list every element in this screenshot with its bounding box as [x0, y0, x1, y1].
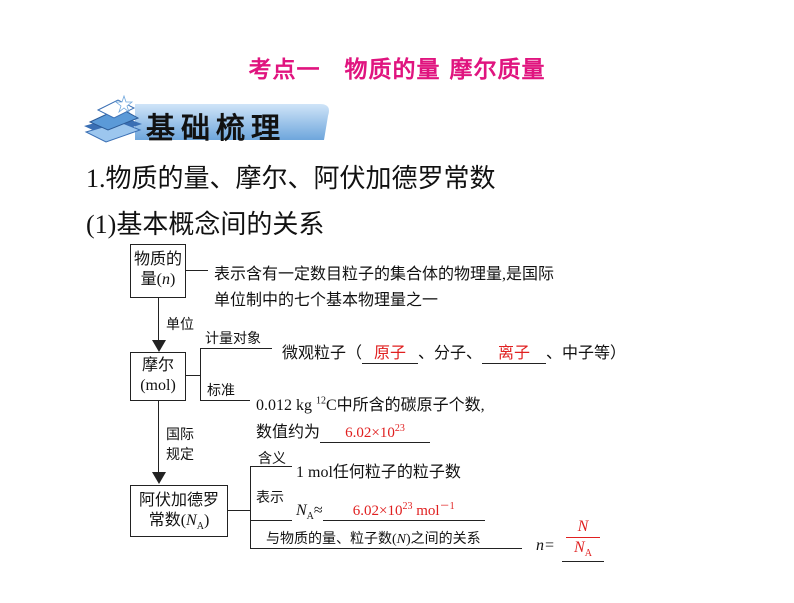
connector	[186, 375, 200, 376]
arrow-down-icon	[152, 340, 166, 352]
connector	[250, 520, 292, 521]
branch-label-represent: 表示	[256, 491, 284, 506]
fraction-numerator: N	[577, 518, 589, 535]
box-label: 摩尔	[141, 357, 174, 374]
branch-label-standard: 标准	[207, 384, 235, 399]
connector	[200, 348, 201, 400]
box-label: 量(n)	[140, 271, 176, 288]
connector	[228, 510, 250, 511]
box-label: 阿伏加德罗	[138, 492, 219, 509]
branch-label-count-object: 计量对象	[205, 332, 261, 347]
standard-line-1: 0.012 kg 12C中所含的碳原子个数,	[256, 395, 485, 414]
meaning-text: 1 mol任何粒子的粒子数	[296, 464, 461, 481]
represent-text: NA≈6.02×1023 mol－1	[296, 497, 485, 522]
branch-label-meaning: 含义	[258, 452, 286, 467]
box-label: (mol)	[140, 377, 176, 394]
connector	[200, 348, 272, 349]
connector	[250, 466, 251, 548]
concept-box-avogadro: 阿伏加德罗 常数(NA)	[130, 485, 228, 537]
relation-formula-fraction: N NA	[562, 518, 604, 563]
relation-formula-lhs: n=	[536, 537, 555, 554]
connector	[158, 401, 159, 477]
connector	[250, 466, 292, 467]
connector	[186, 270, 208, 271]
definition-line-1: 表示含有一定数目粒子的集合体的物理量,是国际	[214, 266, 555, 283]
answer-blank: 6.02×1023	[320, 423, 431, 443]
concept-box-mole: 摩尔 (mol)	[130, 352, 186, 401]
fraction-denominator: NA	[574, 539, 592, 560]
page-title: 考点一 物质的量 摩尔质量	[248, 57, 546, 83]
heading-1: 1.物质的量、摩尔、阿伏加德罗常数	[86, 164, 496, 193]
answer-underline	[562, 561, 604, 563]
relation-text: 与物质的量、粒子数(N)之间的关系	[266, 532, 481, 547]
arrow-label-unit: 单位	[166, 318, 194, 333]
arrow-label-intl: 国际 规定	[166, 428, 194, 463]
connector	[158, 298, 159, 348]
books-icon	[84, 94, 142, 143]
fraction-bar	[566, 537, 600, 538]
connector	[250, 548, 522, 549]
connector	[200, 400, 250, 401]
box-label: 常数(NA)	[148, 512, 210, 533]
concept-box-amount-of-substance: 物质的 量(n)	[130, 244, 186, 298]
arrow-down-icon	[152, 472, 166, 484]
count-object-text: 微观粒子（原子、分子、离子、中子等）	[282, 339, 626, 364]
section-banner-label: 基础梳理	[146, 111, 287, 145]
section-banner	[84, 94, 329, 143]
answer-blank: 原子	[362, 339, 419, 364]
answer-blank: 离子	[482, 339, 547, 364]
heading-2: (1)基本概念间的关系	[86, 210, 325, 239]
box-label: 物质的	[133, 251, 182, 268]
definition-line-2: 单位制中的七个基本物理量之一	[214, 292, 439, 309]
answer-blank: 6.02×1023 mol－1	[322, 497, 485, 521]
